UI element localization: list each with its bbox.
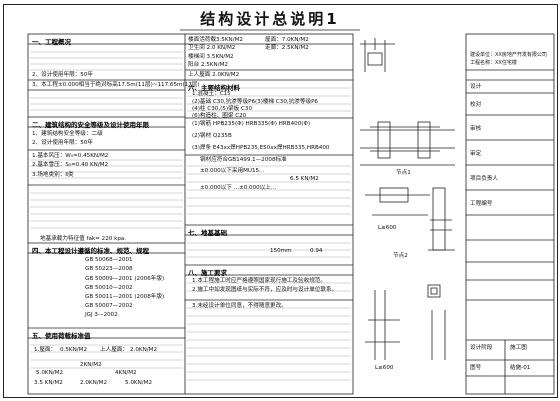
- section-heading-foundation: 七、地基基础: [188, 229, 227, 237]
- load-row-4a: 3.5 KN/M2: [34, 380, 63, 386]
- tb-sheet-value: 结施-01: [510, 365, 531, 371]
- load-balcony: 阳台 2.5KN/M2: [188, 62, 228, 68]
- detail-3-drawing: [365, 187, 455, 251]
- title-block-project: 工程名称：XX住宅楼: [470, 60, 517, 66]
- overview-line-2: 3、本工程±0.000相当于绝对标高17.5m(11层)~117.65m(17层…: [32, 82, 200, 88]
- detail-2-drawing: [360, 121, 455, 166]
- load-row-4c: 5.0KN/M2: [125, 380, 153, 386]
- tb-label-lead: 项目负责人: [470, 176, 498, 182]
- material-concrete-4: (6)构造柱、圈梁 C20: [192, 113, 247, 119]
- code-4: GB 50010—2002: [85, 285, 133, 291]
- load-stair: 楼梯间 3.5KN/M2: [188, 54, 234, 60]
- load-roof-right: 屋面：7.0KN/M2: [265, 37, 309, 43]
- load-bath: 卫生间 2.0 KN/M2: [188, 45, 236, 51]
- safety-row-2: 2、设计使用年限：50年: [32, 140, 94, 146]
- tb-label-approve: 审定: [470, 151, 482, 157]
- steel-standard: 钢材应符合GB1499.1—2008标准: [200, 157, 287, 163]
- section-heading-safety: 二、建筑结构的安全等级及设计使用年限: [32, 121, 149, 129]
- tb-label-project-no: 工程编号: [470, 201, 493, 207]
- detail-dim-a: L≥600: [378, 225, 397, 231]
- tb-label-check: 校对: [470, 102, 482, 108]
- construction-line-2: 2.施工中如发现图纸与实际不符，应及时与设计单位联系。: [192, 287, 338, 293]
- tb-stage-value: 施工图: [510, 345, 527, 351]
- load-upper-roof-label: 上人屋面：: [100, 347, 128, 353]
- material-concrete-2: (2)基础 C30,抗渗等级P6(3)楼梯 C30,抗渗等级P6: [192, 99, 318, 105]
- ground-note: ±0.000以下 ...±0.000以上...: [200, 185, 277, 191]
- load-upper-roof-value: 2.0KN/M2: [130, 347, 158, 353]
- sheet-border: [3, 4, 558, 398]
- construction-line-1: 1.本工程施工时应严格遵照国家现行施工及验收规范。: [192, 278, 326, 284]
- page-title: 结构设计总说明1: [200, 10, 340, 28]
- masonry-note: ±0.000以下采用MU15...: [200, 168, 265, 174]
- detail-label-2: 节点2: [393, 253, 408, 259]
- load-floor: 楼面活荷载3.5KN/M2: [188, 37, 243, 43]
- construction-line-3: 3.未经设计单位同意，不得随意更改。: [192, 303, 287, 309]
- load-row-2: 2KN/M2: [80, 362, 102, 368]
- title-block-client: 建设单位：XX房地产开发有限公司: [470, 52, 547, 58]
- steel-weld: (3)焊条 E43xx焊HPB235,E50xx焊HRB335,HRB400: [192, 145, 330, 151]
- tb-label-stage: 设计阶段: [470, 345, 493, 351]
- code-2: GB 50223—2008: [85, 266, 133, 272]
- wind-pressure: 1.基本风压：W₀=0.45KN/M2: [32, 153, 109, 159]
- foundation-depth: 150mm: [270, 248, 292, 254]
- code-6: GB 50007—2002: [85, 303, 133, 309]
- snow-pressure: 2.基本雪压：S₀=0.40 KN/M2: [32, 162, 109, 168]
- tb-label-review: 审核: [470, 126, 482, 132]
- material-concrete-1: 1.混凝土：C15: [192, 91, 231, 97]
- load-row-3a: 5.0KN/M2: [36, 370, 64, 376]
- wall-load: 6.5 KN/M2: [290, 176, 319, 182]
- section-heading-loads: 五、使用荷载标准值: [32, 332, 91, 340]
- overview-line-1: 2、设计使用年限：50年: [32, 72, 94, 78]
- load-row-4b: 2.0KN/M2: [80, 380, 108, 386]
- section-heading-codes: 四、本工程设计遵循的标准、规范、规程: [32, 247, 149, 255]
- steel-rebar: (1)钢筋 HPB235(Φ) HRB335(Φ) HRB400(Φ): [192, 121, 311, 127]
- load-corridor: 走廊：2.5KN/M2: [265, 45, 309, 51]
- code-3: GB 50009—2001 (2006年版): [85, 276, 165, 282]
- code-5: GB 50011—2001 (2008年版): [85, 294, 165, 300]
- tb-label-sheet: 图号: [470, 365, 482, 371]
- main-table-frame: [27, 33, 354, 395]
- section-heading-materials: 六、主要结构材料: [188, 84, 240, 92]
- foundation-coef: 0.94: [310, 248, 323, 254]
- load-roof-value: 0.5KN/M2: [60, 347, 88, 353]
- bearing-capacity: 地基承载力特征值 fak= 220 kpa.: [40, 236, 127, 242]
- load-row-3b: 4KN/M2: [115, 370, 137, 376]
- material-concrete-3: (4)柱 C30,(5)梁板 C30: [192, 106, 253, 112]
- title-block-frame: [465, 33, 555, 395]
- detail-1-drawing: [360, 38, 395, 72]
- section-heading-overview: 一、工程概况: [32, 38, 71, 46]
- detail-4-drawing: [365, 284, 446, 360]
- safety-row-1: 1、建筑结构安全等级：二级: [32, 131, 103, 137]
- detail-label-1: 节点1: [396, 170, 411, 176]
- tb-label-design: 设计: [470, 84, 482, 90]
- detail-dim-b: L≥600: [375, 365, 394, 371]
- site-class: 3.场地类别：Ⅱ类: [32, 172, 74, 178]
- load-upper-roof: 上人屋面 2.0KN/M2: [188, 72, 240, 78]
- code-1: GB 50068—2001: [85, 257, 133, 263]
- section-heading-construction: 八、施工要求: [188, 269, 227, 277]
- code-7: JGJ 3—2002: [85, 312, 118, 318]
- load-roof-label: 1.屋面：: [34, 347, 57, 353]
- steel-plate: (2)钢材 Q235B: [192, 133, 232, 139]
